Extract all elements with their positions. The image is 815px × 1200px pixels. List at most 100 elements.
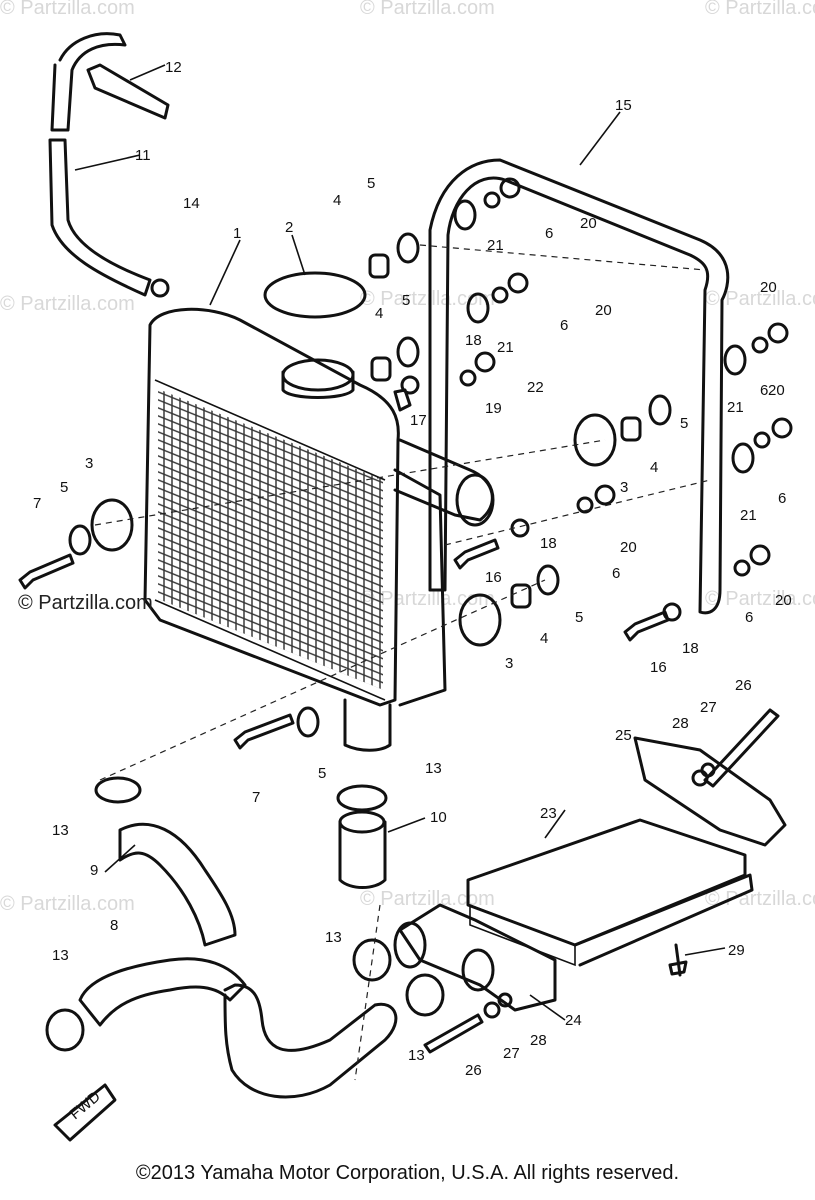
callout-28: 28: [530, 1032, 547, 1049]
callout-21: 21: [727, 399, 744, 416]
watermark: © Partzilla.com: [705, 0, 815, 19]
watermark: © Partzilla.com: [360, 888, 495, 910]
callout-5: 5: [367, 175, 375, 192]
watermark: © Partzilla.com: [360, 288, 495, 310]
callout-1: 1: [233, 225, 241, 242]
callout-7: 7: [33, 495, 41, 512]
callout-6: 6: [778, 490, 786, 507]
hose-clamps: [45, 776, 445, 1052]
callout-26: 26: [465, 1062, 482, 1079]
callout-13: 13: [425, 760, 442, 777]
callout-5: 5: [575, 609, 583, 626]
callout-13: 13: [52, 947, 69, 964]
callout-29: 29: [728, 942, 745, 959]
callout-21: 21: [740, 507, 757, 524]
callout-12: 12: [165, 59, 182, 76]
cooler-bracket: [633, 736, 787, 847]
callout-4: 4: [650, 459, 658, 476]
callout-17: 17: [410, 412, 427, 429]
washers-21: [453, 199, 755, 474]
small-washers: [400, 375, 716, 1019]
callout-20: 20: [595, 302, 612, 319]
callout-20: 20: [620, 539, 637, 556]
callout-14: 14: [183, 195, 200, 212]
callout-20: 20: [760, 279, 777, 296]
callout-13: 13: [325, 929, 342, 946]
watermark: © Partzilla.com: [705, 588, 815, 610]
callout-3: 3: [85, 455, 93, 472]
callout-22: 22: [527, 379, 544, 396]
callout-27: 27: [700, 699, 717, 716]
callout-20: 20: [768, 382, 785, 399]
callout-20: 20: [580, 215, 597, 232]
callout-28: 28: [672, 715, 689, 732]
watermark: © Partzilla.com: [0, 0, 135, 19]
callout-10: 10: [430, 809, 447, 826]
callout-26: 26: [735, 677, 752, 694]
callout-16: 16: [485, 569, 502, 586]
pipe-10: [338, 810, 387, 889]
callout-24: 24: [565, 1012, 582, 1029]
callout-6: 6: [612, 565, 620, 582]
fwd-arrow: FWD: [53, 1083, 117, 1142]
callout-21: 21: [487, 237, 504, 254]
callout-18: 18: [682, 640, 699, 657]
callout-13: 13: [408, 1047, 425, 1064]
radiator-outlet-spout: [393, 438, 495, 527]
watermark: © Partzilla.com: [705, 288, 815, 310]
grommets: [90, 413, 617, 647]
collars: [368, 253, 642, 609]
upper-breather-hose: [48, 32, 152, 297]
watermark: © Partzilla.com: [360, 588, 495, 610]
alignment-lines: [94, 244, 711, 1081]
callout-5: 5: [402, 292, 410, 309]
leader-lines: [74, 111, 726, 1021]
watermark: © Partzilla.com: [360, 0, 495, 19]
callout-23: 23: [540, 805, 557, 822]
callout-19: 19: [485, 400, 502, 417]
callout-6: 6: [760, 382, 768, 399]
callout-7: 7: [252, 789, 260, 806]
callout-20: 20: [775, 592, 792, 609]
callout-6: 6: [745, 609, 753, 626]
callout-21: 21: [497, 339, 514, 356]
callout-11: 11: [135, 147, 151, 164]
copyright-notice: ©2013 Yamaha Motor Corporation, U.S.A. A…: [135, 1162, 680, 1184]
radiator-lower-pipe: [343, 698, 392, 752]
watermarks: © Partzilla.com © Partzilla.com © Partzi…: [0, 0, 815, 915]
callout-18: 18: [540, 535, 557, 552]
hose-9: [118, 822, 237, 947]
callout-labels: 1 2 3 3 3 4 4 4 4 5 5 5 5 5 5 6 6 6 6 6 …: [33, 59, 792, 1079]
callout-8: 8: [110, 917, 118, 934]
mounting-bracket: [428, 158, 730, 615]
callout-4: 4: [375, 305, 383, 322]
washers: [68, 232, 672, 738]
callout-16: 16: [650, 659, 667, 676]
callout-3: 3: [620, 479, 628, 496]
callout-5: 5: [60, 479, 68, 496]
radiator-core: [143, 307, 447, 707]
small-fittings: [150, 278, 688, 977]
nuts-and-lockwashers: [459, 177, 793, 577]
callout-9: 9: [90, 862, 98, 879]
callout-13: 13: [52, 822, 69, 839]
callout-25: 25: [615, 727, 632, 744]
hose-strap: [86, 63, 170, 120]
oil-cooler: [466, 818, 754, 967]
cooler-connector: [393, 903, 557, 1012]
radiator-cap: [263, 271, 367, 399]
callout-6: 6: [560, 317, 568, 334]
callout-5: 5: [680, 415, 688, 432]
partzilla-watermark: © Partzilla.com: [18, 592, 153, 614]
watermark: © Partzilla.com: [0, 893, 135, 915]
callout-4: 4: [333, 192, 341, 209]
callout-18: 18: [465, 332, 482, 349]
watermark: © Partzilla.com: [705, 888, 815, 910]
callout-3: 3: [505, 655, 513, 672]
callout-2: 2: [285, 219, 293, 236]
callout-5: 5: [318, 765, 326, 782]
fwd-label: FWD: [67, 1088, 104, 1123]
hose-8: [78, 957, 398, 1099]
watermark: © Partzilla.com: [0, 293, 135, 315]
